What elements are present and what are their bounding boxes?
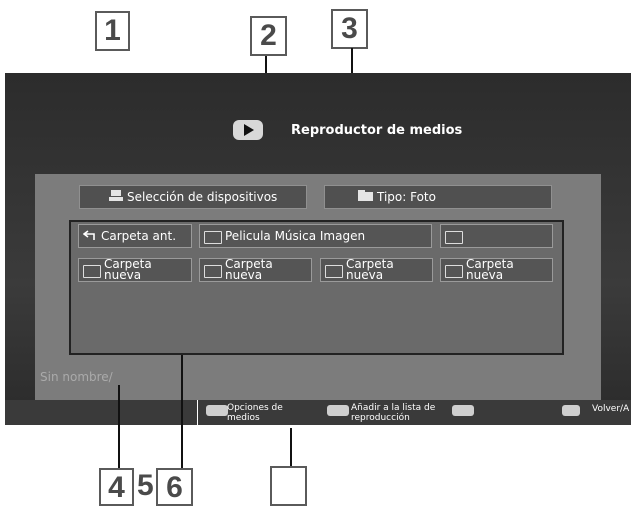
third-key-icon [452,405,474,416]
folder-new-1[interactable]: Carpeta nueva [78,258,192,282]
folder-filters[interactable]: Pelicula Música Imagen [199,224,432,248]
folder-new-2[interactable]: Carpeta nueva [199,258,312,282]
back-key-icon [562,405,580,416]
callout-2: 2 [250,16,287,56]
folder-type-icon [357,189,374,205]
hint-area [197,400,631,428]
title-row: Reproductor de medios [233,119,462,141]
folder-filters-label: Pelicula Música Imagen [225,228,366,243]
device-selection-button[interactable]: Selección de dispositivos [79,185,307,209]
callout-5: 5 [137,469,154,502]
leader-6 [181,355,183,470]
type-label: Tipo: Foto [377,190,436,204]
page-title: Reproductor de medios [291,122,463,138]
callout-3: 3 [331,9,368,49]
options-key-icon [206,405,228,416]
folder-icon [83,264,101,278]
callout-4: 4 [99,468,134,506]
folder-icon [445,264,463,278]
folder-new-3[interactable]: Carpeta nueva [320,258,433,282]
folder-back[interactable]: Carpeta ant. [78,224,192,248]
callout-1: 1 [95,11,130,51]
callout-6: 6 [156,468,193,506]
folder-icon [445,230,463,244]
folder-new-2-label: Carpeta nueva [225,257,273,282]
leader-4 [118,385,120,470]
options-hint: Opciones de medios [227,403,283,423]
media-player-icon [233,120,263,140]
folder-new-1-label: Carpeta nueva [104,257,152,282]
folder-icon [204,264,222,278]
device-icon [108,189,124,205]
folder-icon [325,264,343,278]
type-button[interactable]: Tipo: Foto [324,185,552,209]
folder-new-4-label: Carpeta nueva [466,257,514,282]
folder-new-3-label: Carpeta nueva [346,257,394,282]
leader-7 [290,428,292,468]
back-arrow-icon [82,229,97,243]
folder-icon [204,230,222,244]
hint-bar [5,400,631,425]
back-hint: Volver/A [592,404,630,414]
folder-back-label: Carpeta ant. [101,228,177,243]
add-playlist-hint: Añadir a la lista de reproducción [351,403,436,423]
folder-new-4[interactable]: Carpeta nueva [440,258,553,282]
callout-7 [270,466,307,506]
add-playlist-key-icon [327,405,349,416]
folder-empty[interactable] [440,224,553,248]
device-selection-label: Selección de dispositivos [127,190,278,204]
current-path: Sin nombre/ [40,370,113,384]
